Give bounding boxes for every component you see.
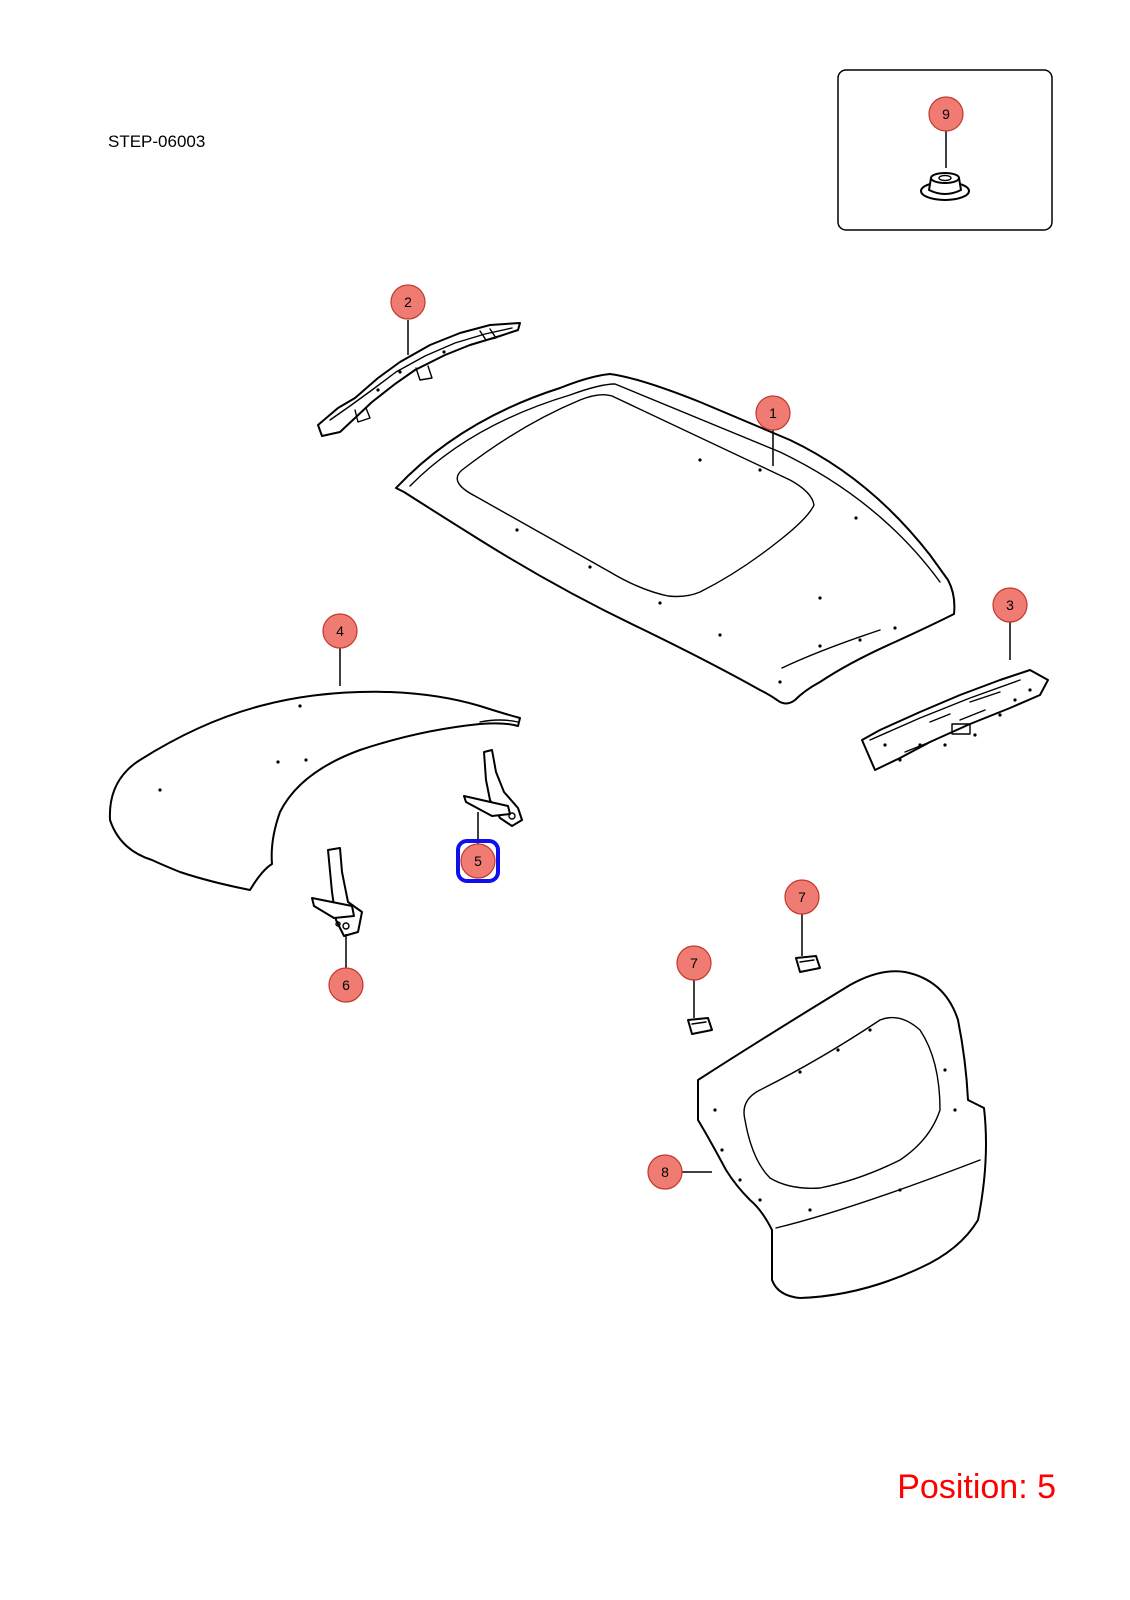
- callout-9[interactable]: 9: [928, 96, 964, 132]
- callout-7-lower[interactable]: 7: [676, 945, 712, 981]
- callout-7-upper-label: 7: [798, 889, 806, 905]
- callout-3-label: 3: [1006, 597, 1014, 613]
- callout-7-lower-label: 7: [690, 955, 698, 971]
- roof-panel[interactable]: [395, 373, 956, 705]
- hood-hinge-right[interactable]: [463, 749, 523, 827]
- callout-1[interactable]: 1: [755, 395, 791, 431]
- tailgate-bump-stop-lower[interactable]: [687, 1017, 713, 1035]
- hood-hinge-left[interactable]: [311, 847, 363, 937]
- callout-8[interactable]: 8: [647, 1154, 683, 1190]
- position-label: Position: 5: [897, 1468, 1056, 1506]
- tailgate[interactable]: [697, 970, 987, 1299]
- callout-4[interactable]: 4: [322, 613, 358, 649]
- callout-4-label: 4: [336, 623, 344, 639]
- callout-6[interactable]: 6: [328, 967, 364, 1003]
- nut-inset-panel: [837, 69, 1053, 231]
- callout-9-label: 9: [942, 106, 950, 122]
- callout-8-label: 8: [661, 1164, 669, 1180]
- diagram-reference-code: STEP-06003: [108, 132, 206, 151]
- callout-1-label: 1: [769, 405, 777, 421]
- callout-2-label: 2: [404, 294, 412, 310]
- hood[interactable]: [108, 690, 521, 891]
- rear-roof-rail[interactable]: [861, 669, 1049, 771]
- front-roof-rail[interactable]: [317, 322, 521, 437]
- callout-5[interactable]: 5: [456, 839, 500, 883]
- tailgate-bump-stop-upper[interactable]: [795, 955, 821, 973]
- callout-7-upper[interactable]: 7: [784, 879, 820, 915]
- callout-2[interactable]: 2: [390, 284, 426, 320]
- callout-5-label: 5: [474, 853, 482, 869]
- callout-3[interactable]: 3: [992, 587, 1028, 623]
- nut-part[interactable]: [920, 172, 970, 201]
- selected-callout-highlight: [456, 839, 500, 883]
- callout-6-label: 6: [342, 977, 350, 993]
- leader-lines: [339, 128, 1011, 1173]
